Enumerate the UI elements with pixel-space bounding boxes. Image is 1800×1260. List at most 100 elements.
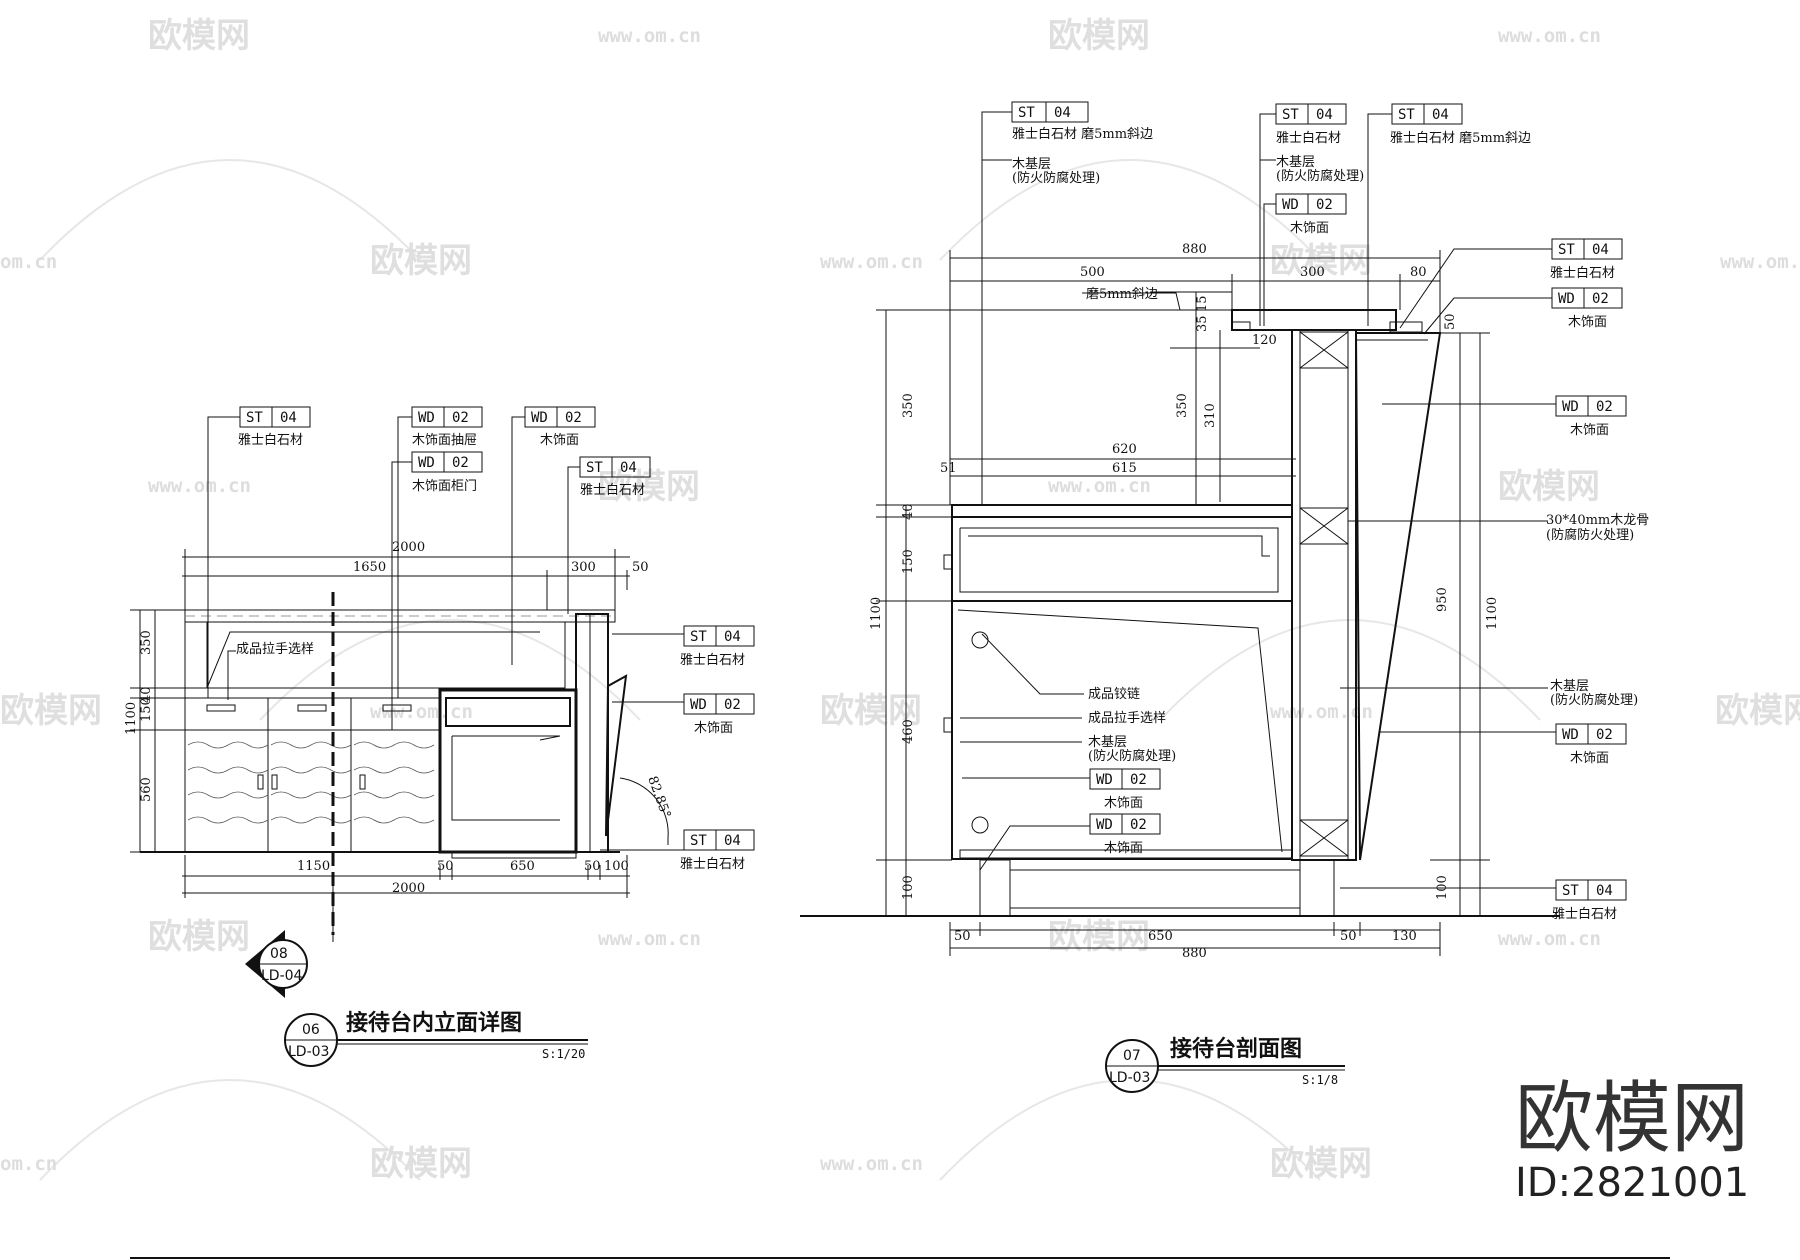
svg-text:木饰面: 木饰面	[1568, 315, 1607, 330]
watermark-logo-11: 欧模网	[1048, 917, 1150, 957]
right-dim-bottom-50b: 50	[1340, 929, 1357, 944]
left-tag-8: ST 04 雅士白石材	[680, 829, 755, 872]
svg-text:木饰面柜门: 木饰面柜门	[412, 479, 477, 494]
right-note-keel2: (防腐防火处理)	[1546, 527, 1634, 543]
svg-text:04: 04	[1596, 883, 1613, 899]
right-view-title: 接待台剖面图	[1170, 1036, 1302, 1062]
right-dim-15: 15	[1195, 295, 1210, 312]
svg-text:02: 02	[1130, 817, 1147, 833]
left-dim-560: 560	[139, 777, 154, 802]
svg-text:LD-04: LD-04	[261, 968, 303, 984]
right-dim-left-1100: 1100	[869, 597, 884, 630]
right-dim-51: 51	[940, 461, 957, 476]
right-tag-7: WD 02 木饰面	[1555, 395, 1627, 438]
svg-text:雅士白石材: 雅士白石材	[1552, 906, 1617, 922]
left-dim-350: 350	[139, 630, 154, 655]
right-dim-350-inner: 350	[1175, 393, 1190, 418]
left-tag-5: ST 04 雅士白石材	[579, 456, 651, 498]
left-view-title: 接待台内立面详图	[346, 1010, 522, 1036]
right-note-handle: 成品拉手选样	[1088, 711, 1166, 726]
svg-text:02: 02	[1596, 399, 1613, 415]
brand-id: ID:2821001	[1515, 1160, 1749, 1206]
svg-text:04: 04	[1592, 242, 1609, 258]
left-dim-150: 150	[139, 697, 154, 722]
watermark-logo-10: 欧模网	[148, 917, 250, 957]
watermark-url-8: www.om.cn	[370, 701, 473, 723]
watermark-logo-7: 欧模网	[0, 691, 102, 731]
right-note-base-d: 木基层	[1088, 735, 1127, 750]
svg-text:ST: ST	[1018, 105, 1035, 121]
left-dim-650: 650	[510, 859, 535, 874]
right-tag-6: WD 02 木饰面	[1551, 287, 1623, 330]
left-view-sheet: LD-03	[288, 1044, 329, 1060]
right-dim-left-460: 460	[901, 719, 916, 744]
right-dim-right-50: 50	[1443, 313, 1458, 330]
right-toe-kick	[979, 859, 1011, 917]
svg-text:雅士白石材: 雅士白石材	[680, 856, 745, 872]
svg-text:木饰面抽屉: 木饰面抽屉	[412, 433, 477, 448]
left-tag-2: WD 02 木饰面抽屉	[411, 406, 483, 448]
right-material-tags: ST 04 雅士白石材 磨5mm斜边 木基层 (防火防腐处理) ST 04 雅士…	[1011, 101, 1649, 922]
svg-text:雅士白石材: 雅士白石材	[680, 652, 745, 668]
right-dimension-labels: 880 500 300 80 620 615 51 120 15 35 350 …	[869, 242, 1500, 961]
svg-text:02: 02	[565, 410, 582, 426]
right-view-scale: S:1/8	[1302, 1073, 1338, 1087]
right-dim-right-950: 950	[1435, 587, 1450, 612]
right-dim-bottom-650: 650	[1148, 929, 1173, 944]
svg-text:木饰面: 木饰面	[1570, 751, 1609, 766]
svg-text:WD: WD	[1558, 291, 1575, 307]
left-dim-50: 50	[632, 560, 649, 575]
left-cabinet-doors	[184, 729, 441, 853]
right-inner-counter	[951, 504, 1293, 518]
right-view-number: 07	[1123, 1048, 1141, 1064]
watermark-logo-1: 欧模网	[148, 16, 250, 56]
left-tag-4: WD 02 木饰面	[524, 406, 596, 448]
right-dim-left-100: 100	[901, 875, 916, 900]
watermark-logo-9: 欧模网	[1715, 691, 1800, 731]
watermark-url-3: om.cn	[0, 251, 57, 273]
right-column	[1291, 329, 1357, 861]
watermark-url-13: www.om.cn	[820, 1153, 923, 1175]
watermark-url-10: www.om.cn	[598, 928, 701, 950]
watermark-logo-4: 欧模网	[1270, 241, 1372, 281]
svg-text:ST: ST	[690, 833, 707, 849]
watermark-url-6: www.om.cn	[148, 475, 251, 497]
right-dim-300: 300	[1300, 265, 1325, 280]
right-dim-left-150: 150	[901, 549, 916, 574]
svg-text:雅士白石材: 雅士白石材	[1276, 130, 1341, 146]
svg-text:04: 04	[724, 629, 741, 645]
svg-text:ST: ST	[690, 629, 707, 645]
right-tag-4: WD 02 木饰面	[1275, 193, 1347, 236]
svg-text:04: 04	[1316, 107, 1333, 123]
watermark-url-12: om.cn	[0, 1153, 57, 1175]
watermark-url-2: www.om.cn	[1498, 25, 1601, 47]
watermark-logo-13: 欧模网	[1270, 1144, 1372, 1184]
svg-text:木饰面: 木饰面	[540, 433, 579, 448]
right-dim-310: 310	[1203, 403, 1218, 428]
svg-text:木饰面: 木饰面	[1104, 796, 1143, 811]
right-leaders	[960, 111, 1556, 889]
right-note-hinge: 成品铰链	[1088, 687, 1140, 702]
left-tag-7: WD 02 木饰面	[683, 693, 755, 736]
svg-text:04: 04	[1432, 107, 1449, 123]
right-drawing-title-block: 07 LD-03 接待台剖面图 S:1/8	[1105, 1036, 1345, 1093]
right-drawer	[951, 516, 1293, 602]
svg-text:WD: WD	[418, 455, 435, 471]
svg-text:02: 02	[452, 455, 469, 471]
svg-text:WD: WD	[418, 410, 435, 426]
watermark-url-1: www.om.cn	[598, 25, 701, 47]
brand-block: 欧模网 ID:2821001	[1515, 1074, 1749, 1206]
right-dim-left-350: 350	[901, 393, 916, 418]
svg-text:WD: WD	[1096, 772, 1113, 788]
brand-name: 欧模网	[1515, 1074, 1749, 1164]
watermark-logo-3: 欧模网	[370, 241, 472, 281]
svg-text:04: 04	[1054, 105, 1071, 121]
right-tag-10: WD 02 木饰面	[1089, 813, 1161, 856]
svg-text:雅士白石材 磨5mm斜边: 雅士白石材 磨5mm斜边	[1012, 126, 1153, 142]
svg-text:04: 04	[724, 833, 741, 849]
right-note-bevel: 磨5mm斜边	[1086, 287, 1158, 302]
right-dim-80: 80	[1410, 265, 1427, 280]
left-dim-total-bottom: 2000	[392, 881, 425, 896]
right-dim-880-top: 880	[1182, 242, 1207, 257]
